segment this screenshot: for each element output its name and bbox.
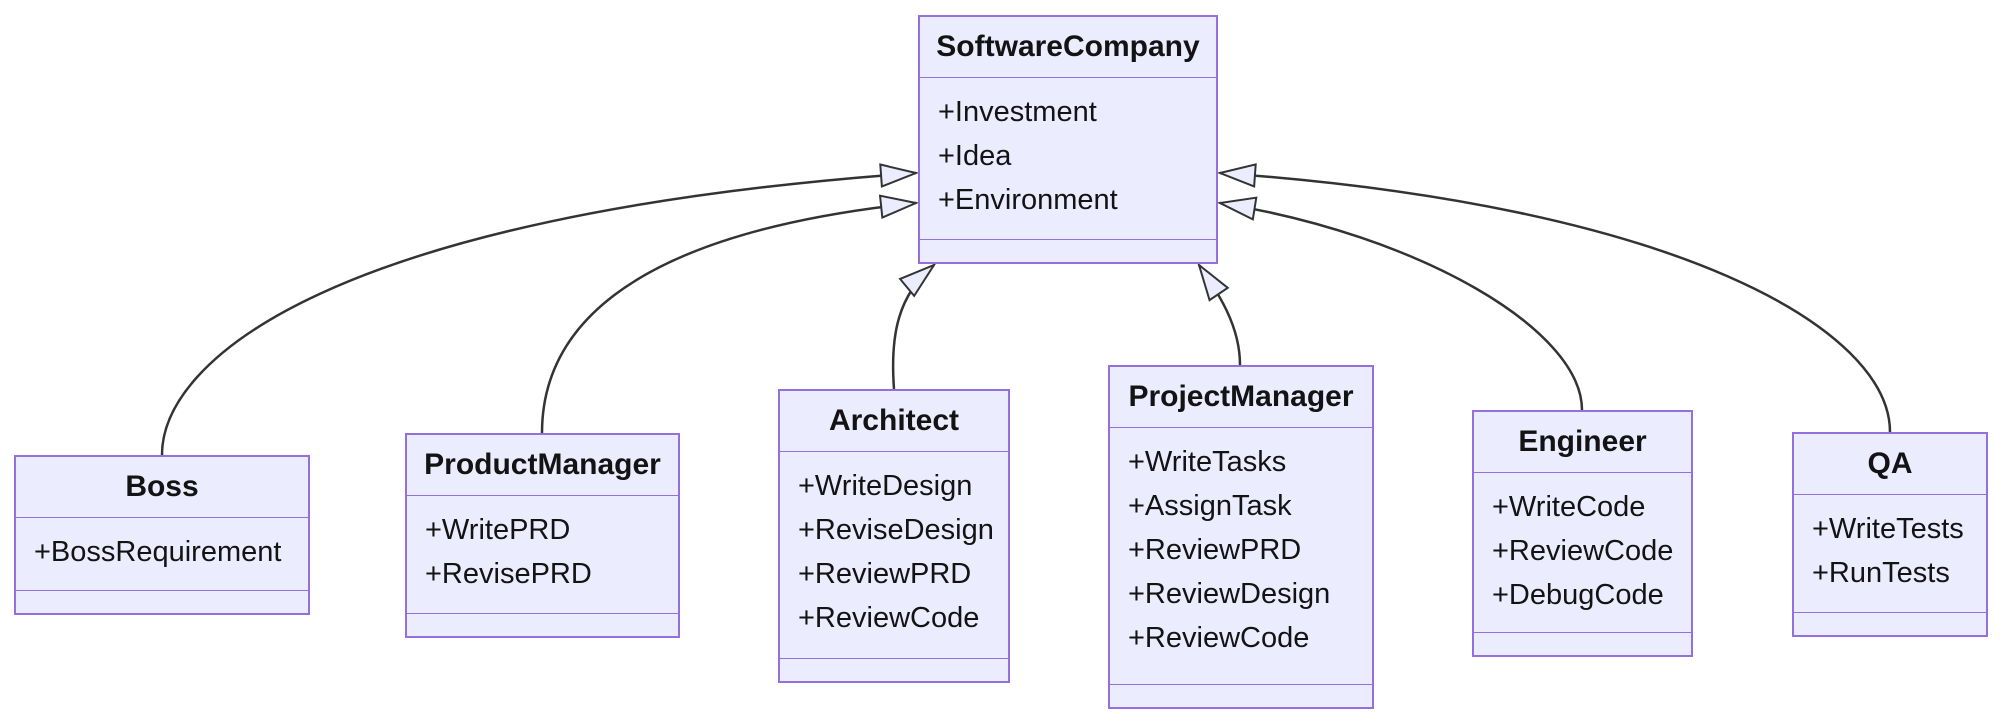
class-members: +WritePRD +RevisePRD [407,496,678,613]
class-title: Architect [780,391,1008,452]
class-member: +WriteTests [1812,512,1964,545]
edge-projectmanager-extends-softwarecompany [1199,265,1242,366]
class-box-qa: QA +WriteTests +RunTests [1792,432,1988,637]
class-members: +Investment +Idea +Environment [920,78,1216,239]
class-box-boss: Boss +BossRequirement [14,455,310,615]
class-member: +DebugCode [1492,578,1664,611]
class-member: +WriteTasks [1128,445,1287,478]
class-member: +Environment [938,183,1118,216]
edge-engineer-extends-softwarecompany [1220,203,1584,411]
class-box-softwarecompany: SoftwareCompany +Investment +Idea +Envir… [918,15,1218,264]
class-member: +Investment [938,95,1097,128]
class-member: +AssignTask [1128,489,1292,522]
class-title: SoftwareCompany [920,17,1216,78]
class-members: +WriteDesign +ReviseDesign +ReviewPRD +R… [780,452,1008,658]
edge-boss-extends-softwarecompany [160,173,916,456]
class-title: Boss [16,457,308,518]
class-member: +ReviewPRD [1128,533,1302,566]
class-member: +WritePRD [425,513,571,546]
class-methods-empty [1474,632,1691,655]
class-members: +BossRequirement [16,518,308,590]
edge-productmanager-extends-softwarecompany [540,203,916,434]
class-member: +Idea [938,139,1012,172]
class-methods-empty [780,658,1008,681]
class-member: +BossRequirement [34,535,282,568]
class-members: +WriteTasks +AssignTask +ReviewPRD +Revi… [1110,428,1372,684]
class-member: +ReviewCode [1128,621,1310,654]
class-member: +ReviewDesign [1128,577,1331,610]
class-methods-empty [920,239,1216,262]
edge-qa-extends-softwarecompany [1220,173,1892,433]
class-member: +ReviewCode [798,601,980,634]
class-methods-empty [16,590,308,613]
class-title: Engineer [1474,412,1691,473]
class-members: +WriteCode +ReviewCode +DebugCode [1474,473,1691,632]
class-member: +RevisePRD [425,557,592,590]
class-methods-empty [1110,684,1372,707]
class-member: +ReviewPRD [798,557,972,590]
edge-architect-extends-softwarecompany [891,265,934,390]
class-box-engineer: Engineer +WriteCode +ReviewCode +DebugCo… [1472,410,1693,657]
class-members: +WriteTests +RunTests [1794,495,1986,612]
class-member: +WriteCode [1492,490,1646,523]
class-member: +ReviewCode [1492,534,1674,567]
class-title: QA [1794,434,1986,495]
class-box-architect: Architect +WriteDesign +ReviseDesign +Re… [778,389,1010,683]
class-methods-empty [1794,612,1986,635]
class-box-projectmanager: ProjectManager +WriteTasks +AssignTask +… [1108,365,1374,709]
class-title: ProductManager [407,435,678,496]
class-box-productmanager: ProductManager +WritePRD +RevisePRD [405,433,680,638]
class-member: +WriteDesign [798,469,973,502]
class-title: ProjectManager [1110,367,1372,428]
class-member: +RunTests [1812,556,1950,589]
class-methods-empty [407,613,678,636]
class-member: +ReviseDesign [798,513,994,546]
